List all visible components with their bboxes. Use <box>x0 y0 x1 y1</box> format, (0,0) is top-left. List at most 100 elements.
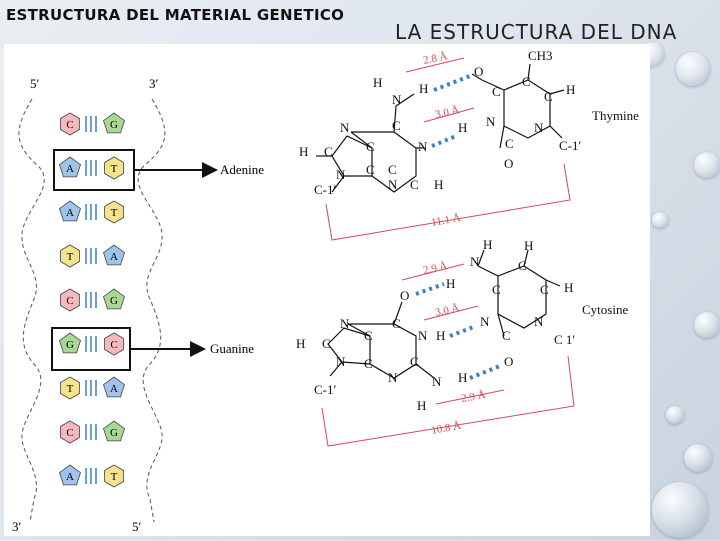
svg-text:C: C <box>492 282 501 297</box>
slide-title-right: LA ESTRUCTURA DEL DNA <box>395 20 678 44</box>
nucleotide-base-a <box>103 244 125 266</box>
bubble-decoration <box>652 482 708 538</box>
nucleotide-base-a <box>59 156 81 178</box>
svg-text:H: H <box>417 398 426 413</box>
bubble-decoration <box>694 312 720 338</box>
svg-text:C: C <box>518 258 527 273</box>
nucleotide-base-c <box>60 420 80 444</box>
svg-text:C: C <box>540 282 549 297</box>
helix-label-top-right: 3′ <box>149 76 159 91</box>
svg-text:C: C <box>492 84 501 99</box>
nucleotide-base-t <box>104 464 124 488</box>
nucleotide-base-t <box>60 244 80 268</box>
svg-text:N: N <box>418 328 428 343</box>
nucleotide-letter: C <box>66 119 73 131</box>
bubble-decoration <box>666 406 684 424</box>
svg-text:H: H <box>296 336 305 351</box>
svg-text:H: H <box>434 177 443 192</box>
gc-distance-3: 2.9 Å <box>460 389 486 405</box>
at-distance-1: 2.8 Å <box>422 50 448 67</box>
svg-text:H: H <box>299 144 308 159</box>
svg-text:N: N <box>534 120 544 135</box>
nucleotide-letter: G <box>110 119 118 131</box>
guanine-label: Guanine <box>210 341 254 356</box>
svg-text:N: N <box>336 167 346 182</box>
nucleotide-base-t <box>104 200 124 224</box>
nucleotide-letter: C <box>66 427 73 439</box>
nucleotide-letter: G <box>66 339 74 351</box>
at-c1-right: C-1′ <box>559 138 582 153</box>
nucleotide-base-g <box>103 420 125 442</box>
nucleotide-base-c <box>60 112 80 136</box>
svg-text:N: N <box>340 120 350 135</box>
nucleotide-base-a <box>59 200 81 222</box>
svg-text:H: H <box>419 81 428 96</box>
nucleotide-base-a <box>103 376 125 398</box>
helix-label-top-left: 5′ <box>30 76 40 91</box>
thymine-ch3: CH3 <box>528 48 553 63</box>
nucleotide-letter: G <box>110 427 118 439</box>
nucleotide-letter: T <box>67 251 74 263</box>
gc-c1-right: C 1′ <box>554 332 575 347</box>
nucleotide-base-c <box>104 332 124 356</box>
bubble-decoration <box>694 152 720 178</box>
svg-text:C: C <box>505 136 514 151</box>
svg-text:C: C <box>502 328 511 343</box>
svg-text:C: C <box>366 139 375 154</box>
svg-text:H: H <box>446 276 455 291</box>
gc-distance-1: 2.9 Å <box>422 260 448 277</box>
svg-text:C: C <box>392 316 401 331</box>
backbone-right <box>137 98 166 523</box>
svg-text:N: N <box>392 92 402 107</box>
svg-text:C: C <box>392 118 401 133</box>
svg-text:O: O <box>400 288 409 303</box>
gc-c1-left: C-1′ <box>314 382 337 397</box>
at-base-pair-structure: N C N C N C C N C H N H H C H C-1′ O C C… <box>299 48 639 241</box>
svg-text:C: C <box>410 354 419 369</box>
thymine-label: Thymine <box>592 108 639 123</box>
svg-text:H: H <box>458 370 467 385</box>
svg-text:C: C <box>388 162 397 177</box>
adenine-label: Adenine <box>220 162 264 177</box>
gc-distance-overall: 10.8 Å <box>430 420 462 437</box>
svg-text:N: N <box>480 314 490 329</box>
svg-text:N: N <box>336 354 346 369</box>
svg-text:N: N <box>340 316 350 331</box>
nucleotide-base-t <box>60 376 80 400</box>
cytosine-label: Cytosine <box>582 302 628 317</box>
nucleotide-letter: A <box>110 383 118 395</box>
svg-text:N: N <box>486 114 496 129</box>
slide-title-left: ESTRUCTURA DEL MATERIAL GENETICO <box>6 6 345 24</box>
svg-text:H: H <box>566 82 575 97</box>
svg-text:C: C <box>366 162 375 177</box>
nucleotide-letter: A <box>66 207 74 219</box>
nucleotide-base-c <box>60 288 80 312</box>
svg-text:H: H <box>458 120 467 135</box>
bubble-decoration <box>652 212 668 228</box>
svg-text:N: N <box>418 139 428 154</box>
backbone-left <box>18 98 45 523</box>
svg-text:C: C <box>544 89 553 104</box>
svg-text:O: O <box>504 156 513 171</box>
svg-text:H: H <box>373 75 382 90</box>
svg-text:N: N <box>432 374 442 389</box>
nucleotide-letter: A <box>66 471 74 483</box>
svg-text:C: C <box>324 144 333 159</box>
svg-text:N: N <box>388 370 398 385</box>
svg-text:N: N <box>470 254 480 269</box>
nucleotide-letter: T <box>111 163 118 175</box>
svg-text:C: C <box>410 177 419 192</box>
svg-text:H: H <box>524 238 533 253</box>
svg-text:C: C <box>522 74 531 89</box>
at-c1-left: C-1′ <box>314 182 337 197</box>
